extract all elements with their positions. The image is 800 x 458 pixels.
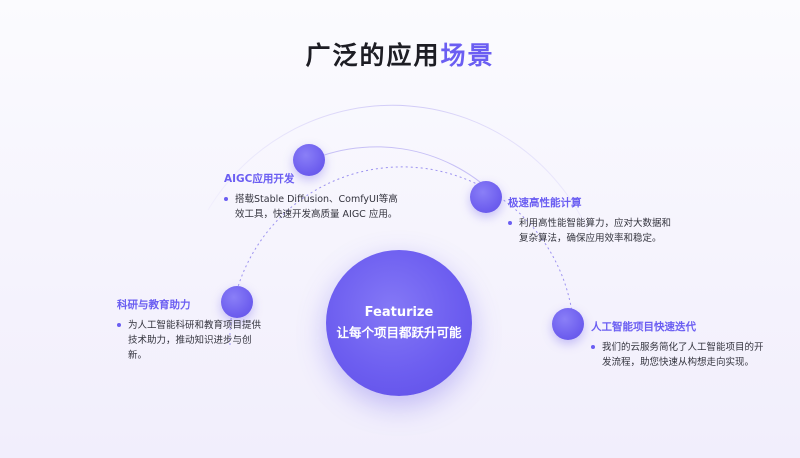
bullet-icon — [224, 197, 228, 201]
node-ai-iteration — [552, 308, 584, 340]
node-hpc — [470, 181, 502, 213]
item-desc: 搭载Stable Diffusion、ComfyUI等高效工具，快速开发高质量 … — [235, 194, 398, 220]
inner-arc-dashed — [229, 166, 575, 346]
item-hpc: 极速高性能计算 利用高性能智能算力，应对大数据和复杂算法，确保应用效率和稳定。 — [508, 196, 680, 246]
center-brand: Featurize — [364, 305, 434, 320]
item-title: AIGC应用开发 — [224, 173, 295, 185]
page-title: 广泛的应用场景 — [0, 36, 800, 72]
item-title: 科研与教育助力 — [117, 299, 191, 311]
node-aigc — [293, 144, 325, 176]
inner-arc-solid — [299, 146, 496, 196]
item-ai-iteration: 人工智能项目快速迭代 我们的云服务简化了人工智能项目的开发流程，助您快速从构想走… — [591, 320, 766, 370]
page-title-main: 广泛的应用 — [305, 41, 441, 70]
center-circle: Featurize 让每个项目都跃升可能 — [326, 250, 472, 396]
outer-arc — [207, 104, 593, 241]
bullet-icon — [508, 221, 512, 225]
item-title: 人工智能项目快速迭代 — [591, 321, 696, 333]
item-desc: 为人工智能科研和教育项目提供技术助力，推动知识进步与创新。 — [128, 320, 262, 361]
page-title-highlight: 场景 — [440, 41, 495, 70]
bullet-icon — [591, 345, 595, 349]
item-desc: 利用高性能智能算力，应对大数据和复杂算法，确保应用效率和稳定。 — [519, 218, 672, 244]
item-aigc: AIGC应用开发 搭载Stable Diffusion、ComfyUI等高效工具… — [224, 172, 404, 222]
bullet-icon — [117, 323, 121, 327]
center-slogan: 让每个项目都跃升可能 — [336, 325, 462, 340]
item-research: 科研与教育助力 为人工智能科研和教育项目提供技术助力，推动知识进步与创新。 — [117, 298, 267, 363]
item-desc: 我们的云服务简化了人工智能项目的开发流程，助您快速从构想走向实现。 — [602, 342, 764, 368]
item-title: 极速高性能计算 — [508, 197, 582, 209]
node-research — [221, 286, 253, 318]
